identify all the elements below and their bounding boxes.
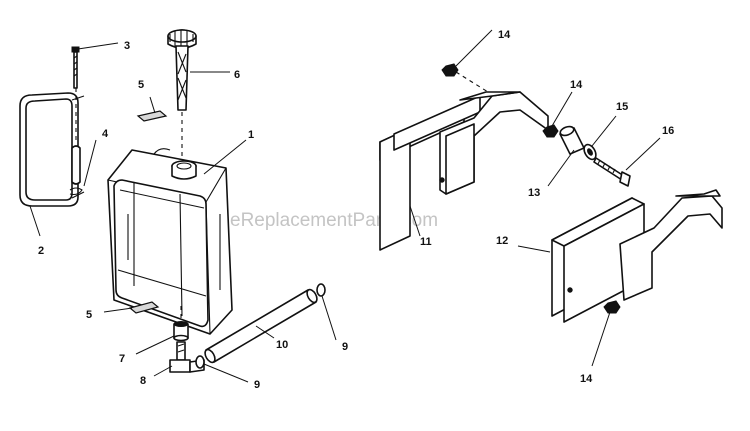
callout-8: 8: [140, 375, 146, 387]
callout-14-bottom: 14: [580, 373, 593, 385]
hose-clamp-left: [195, 355, 205, 369]
callout-13: 13: [528, 187, 540, 199]
callout-9-left: 9: [254, 379, 260, 391]
nut-upper-right: [542, 124, 559, 138]
callout-2: 2: [38, 245, 44, 257]
bolt: [71, 46, 80, 89]
callout-16: 16: [662, 125, 674, 137]
spacer: [559, 125, 585, 155]
foam-pad-upper: [136, 110, 168, 122]
foam-pad-lower: [128, 301, 160, 314]
callout-14-top: 14: [498, 29, 511, 41]
nut-lower: [603, 300, 621, 314]
callout-11: 11: [420, 236, 432, 248]
callout-15: 15: [616, 101, 628, 113]
callout-10: 10: [276, 339, 288, 351]
nut-upper-left: [441, 63, 459, 77]
fuel-tank: [107, 148, 233, 335]
fuel-cap: [167, 29, 197, 111]
hose-clamp-right: [316, 283, 326, 297]
callout-numbers: 1 2 3 4 5 5 6 7 8 9 9 10 11 12 13 14 14 …: [38, 29, 674, 391]
mounting-bracket-upper: [379, 91, 549, 251]
tank-strap-bracket: [19, 92, 85, 207]
callout-1: 1: [248, 129, 254, 141]
callout-4: 4: [102, 128, 109, 140]
clip: [69, 145, 83, 196]
leader-lines: [29, 29, 661, 383]
callout-14-middle: 14: [570, 79, 583, 91]
grommet: [173, 321, 189, 342]
callout-9-right: 9: [342, 341, 348, 353]
callout-5-upper: 5: [138, 79, 144, 91]
callout-12: 12: [496, 235, 508, 247]
fuel-hose: [204, 288, 318, 364]
callout-5-lower: 5: [86, 309, 92, 321]
mounting-bracket-lower: [551, 189, 723, 323]
callout-6: 6: [234, 69, 240, 81]
callout-7: 7: [119, 353, 125, 365]
nut-axis: [455, 71, 489, 93]
callout-3: 3: [124, 40, 130, 52]
washer: [583, 143, 597, 161]
carriage-bolt: [593, 157, 631, 187]
